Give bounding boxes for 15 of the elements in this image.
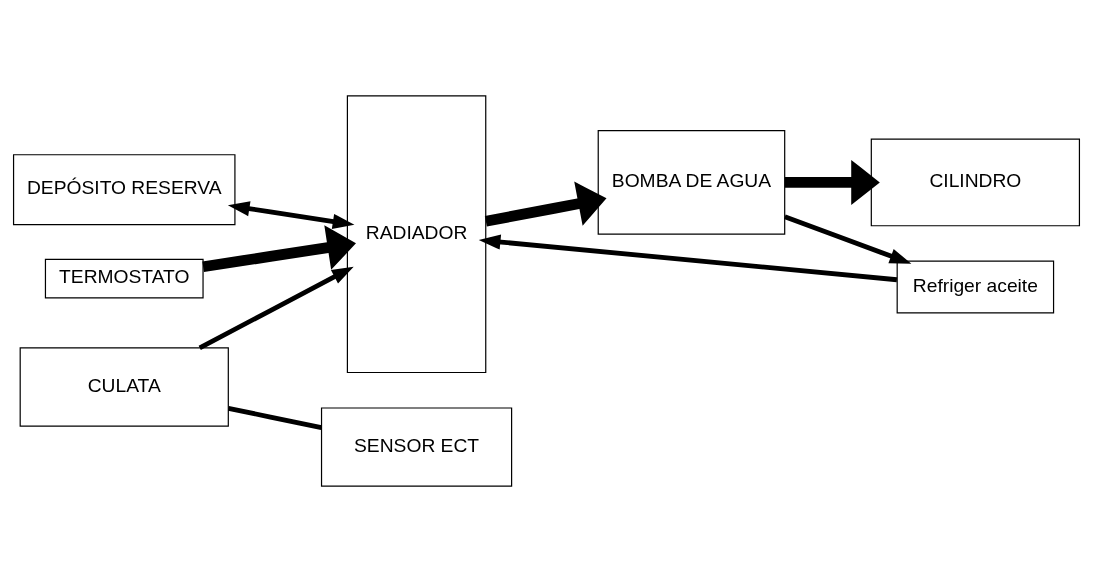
- node-box: DEPÓSITO RESERVA: [12, 154, 236, 226]
- arrow: [227, 201, 355, 230]
- arrow: [202, 225, 356, 273]
- node-box: CULATA: [19, 347, 229, 427]
- node-box: BOMBA DE AGUA: [597, 130, 786, 235]
- node-box: RADIADOR: [346, 95, 487, 374]
- arrow: [784, 214, 912, 264]
- node-box: TERMOSTATO: [44, 258, 204, 299]
- node-box: CILINDRO: [870, 138, 1081, 227]
- arrow: [198, 266, 354, 350]
- arrow: [784, 159, 880, 205]
- arrow: [478, 234, 898, 283]
- node-box: SENSOR ECT: [320, 407, 513, 487]
- connector: [228, 405, 322, 430]
- node-box: Refriger aceite: [896, 260, 1055, 314]
